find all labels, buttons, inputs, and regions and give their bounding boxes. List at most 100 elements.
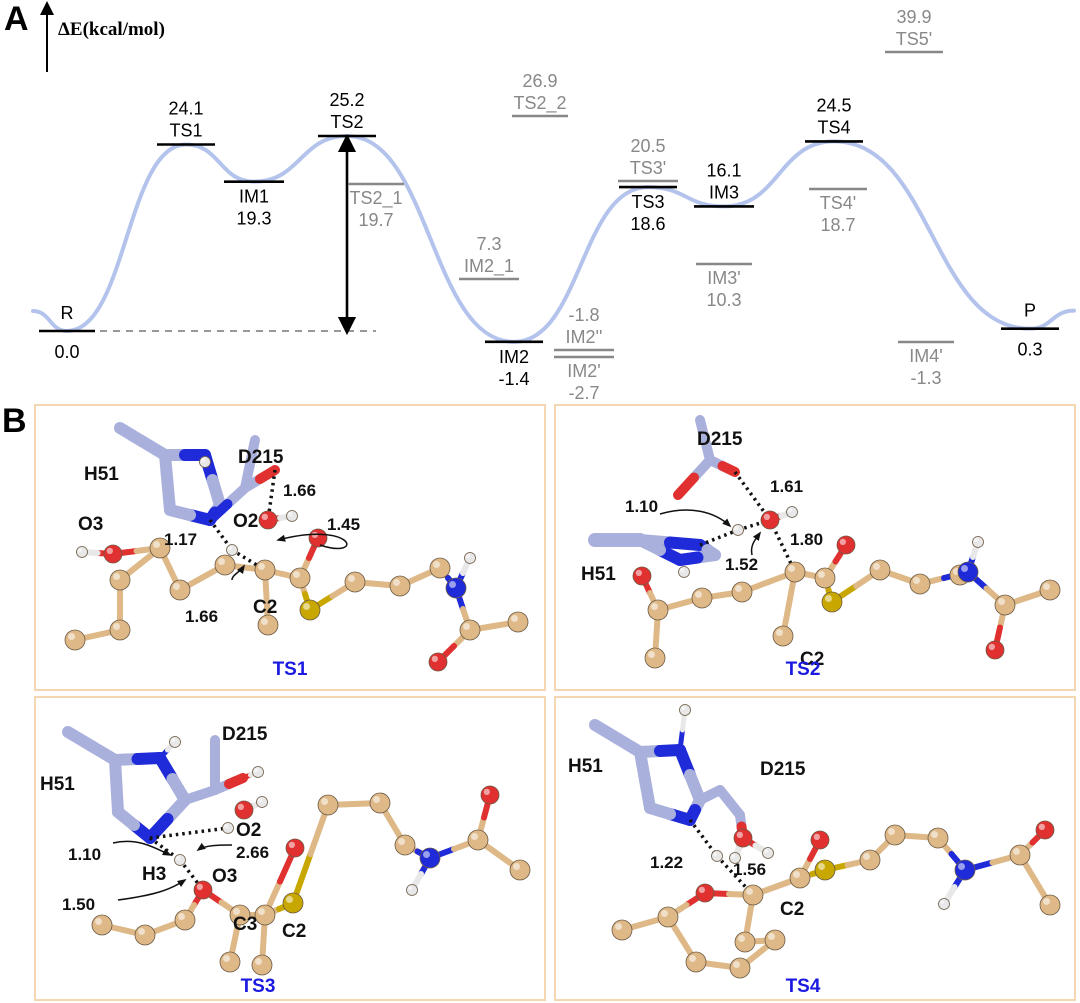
- mol-TS1-atom-c9-highlight: [261, 618, 268, 625]
- mol-TS2-atom-c1-highlight: [651, 603, 658, 610]
- mol-TS1-dist-1: 1.45: [327, 515, 360, 534]
- mol-TS4-atom-c6: [764, 929, 786, 951]
- mol-TS2-atom-c6-highlight: [818, 571, 825, 578]
- mol-TS1-atom-o3-highlight: [106, 547, 113, 554]
- mol-TS4-stick-6-a: [677, 727, 685, 753]
- mol-TS1-atom-n1-highlight: [449, 581, 456, 588]
- mol-TS2-atom-o3: [632, 566, 652, 586]
- mol-TS1-atom-c12-highlight: [433, 561, 440, 568]
- mol-TS1-arrow-0: [276, 533, 348, 550]
- mol-TS3-atom-rh-highlight: [171, 738, 175, 742]
- mol-TS2-atom-h1-highlight: [734, 526, 738, 530]
- mol-TS1-atom-c2: [109, 569, 131, 591]
- mol-TS2-atom-o2: [760, 510, 780, 530]
- mol-TS4-atom-c11: [927, 827, 949, 849]
- level-energy-ts4: 24.5: [816, 95, 851, 115]
- mol-TS1-atom-c10-highlight: [348, 575, 355, 582]
- panel-b-letter: B: [2, 402, 27, 440]
- level-energy-im3: 16.1: [706, 160, 741, 180]
- ts3-box: [34, 696, 546, 1001]
- level-name-im2: IM2: [499, 347, 529, 367]
- mol-TS3-atom-o2h-highlight: [258, 798, 263, 802]
- mol-TS3-atom-c3: [134, 924, 156, 946]
- mol-TS3-atom-n1-highlight: [423, 851, 430, 858]
- mol-TS2-label-0: D215: [697, 429, 743, 450]
- mol-TS2-arrow-0: [659, 509, 732, 528]
- mol-TS3-title: TS3: [241, 976, 276, 997]
- alt-level-name-im4p: IM4': [909, 346, 942, 366]
- mol-TS3-atom-c8: [317, 794, 339, 816]
- mol-TS1-dist-2: 1.17: [164, 530, 197, 549]
- mol-TS2-atom-c8-highlight: [873, 563, 880, 570]
- mol-TS1-title: TS1: [273, 659, 308, 680]
- mol-TS3-atom-c5-highlight: [223, 955, 230, 962]
- mol-TS1-atom-c10: [344, 571, 366, 593]
- mol-TS2-atom-c6: [814, 567, 836, 589]
- mol-TS1-label-1: D215: [238, 447, 284, 468]
- mol-TS1-atom-c4-highlight: [68, 633, 75, 640]
- mol-TS2-atom-h1: [732, 524, 744, 536]
- mol-TS4-atom-c3-highlight: [615, 923, 622, 930]
- mol-TS2-atom-s1-highlight: [825, 595, 832, 602]
- mol-TS1-atom-c3: [109, 619, 131, 641]
- alt-level-energy-ts2_1: 19.7: [358, 210, 393, 230]
- mol-TS2-atom-c9-highlight: [913, 577, 920, 584]
- mol-TS1-atom-o2-highlight: [261, 513, 268, 520]
- alt-level-energy-ts3p: 20.5: [630, 136, 665, 156]
- ts2-box: [554, 404, 1076, 691]
- mol-TS1-atom-o2: [258, 510, 278, 530]
- mol-TS3-atom-c2-highlight: [178, 913, 185, 920]
- level-name-r: R: [61, 303, 74, 323]
- mol-TS3-atom-oxa-highlight: [288, 841, 295, 848]
- mol-TS1-atom-rh: [199, 456, 211, 468]
- mol-TS4-atom-c2-highlight: [661, 910, 668, 917]
- mol-TS2-atom-c9: [909, 573, 931, 595]
- mol-TS1-atom-c2-highlight: [113, 573, 120, 580]
- mol-TS4-atom-c3: [611, 919, 633, 941]
- mol-TS3-stick-5-b: [109, 754, 123, 792]
- mol-TS3-dist-0: 1.10: [68, 845, 101, 864]
- mol-TS3-atom-c2: [174, 909, 196, 931]
- mol-TS2-atom-c7-highlight: [776, 629, 783, 636]
- mol-TS1-atom-c11-highlight: [393, 579, 400, 586]
- level-name-ts2: TS2: [330, 112, 363, 132]
- mol-TS2-atom-c11-highlight: [998, 598, 1005, 605]
- alt-level-name-ts4p: TS4': [820, 193, 856, 213]
- mol-TS4-atom-c13: [1039, 894, 1061, 916]
- level-name-p: P: [1024, 301, 1036, 321]
- mol-TS1-atom-oc: [428, 652, 448, 672]
- mol-TS3-atom-s1-highlight: [286, 896, 293, 903]
- mol-TS1-atom-c13: [459, 619, 481, 641]
- mol-TS4-atom-hh-highlight: [713, 852, 717, 856]
- mol-TS4-atom-ox-highlight: [813, 833, 820, 840]
- alt-level-group: TS2_119.7TS2_226.9IM2_17.3IM2''-1.8IM2'-…: [348, 7, 954, 403]
- mol-TS4-atom-c9: [859, 849, 881, 871]
- mol-TS3-atom-s1: [282, 892, 304, 914]
- mol-TS1-label-2: O3: [78, 514, 103, 535]
- mol-TS3-atom-c4-highlight: [95, 918, 102, 925]
- mol-TS2-atom-o2h: [786, 506, 798, 518]
- mol-TS4-stick-7-b: [695, 790, 715, 805]
- mol-TS4-atom-oc: [1035, 820, 1055, 840]
- mol-TS1-atom-o2h: [286, 510, 298, 522]
- mol-TS4-title: TS4: [786, 976, 821, 997]
- mol-TS3-atom-c4: [91, 914, 113, 936]
- mol-TS4-atom-c7-highlight: [738, 935, 745, 942]
- mol-TS3-atom-oxa: [285, 838, 305, 858]
- mol-TS1-atom-c3-highlight: [113, 623, 120, 630]
- alt-level-energy-ts4p: 18.7: [820, 215, 855, 235]
- mol-TS4-atom-c5: [729, 957, 751, 979]
- alt-level-energy-im3p: 10.3: [706, 290, 741, 310]
- mol-TS4-label-1: D215: [760, 759, 806, 780]
- mol-TS1-stick-8-b: [245, 435, 260, 469]
- mol-TS1-atom-o3h-highlight: [78, 548, 82, 552]
- mol-TS1-atom-nh-highlight: [466, 554, 471, 558]
- alt-level-name-ts2_2: TS2_2: [513, 93, 566, 114]
- mol-TS1-atom-c7: [254, 559, 276, 581]
- mol-TS1-atom-hh-highlight: [228, 546, 232, 550]
- mol-TS3-atom-c10: [394, 834, 416, 856]
- panel-a-letter: A: [4, 0, 29, 38]
